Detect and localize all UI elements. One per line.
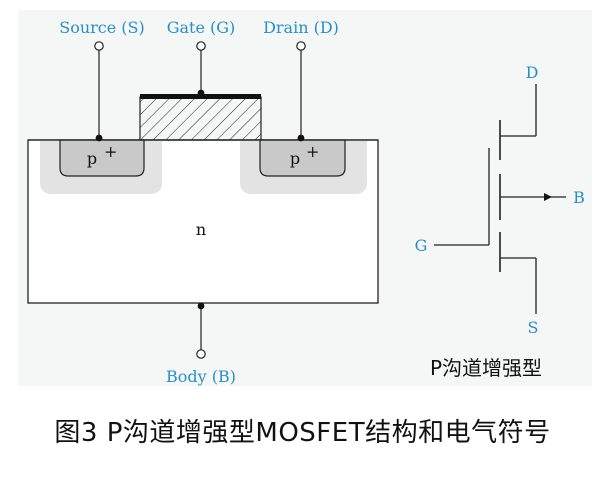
pmos-symbol <box>434 84 566 314</box>
gate-electrode <box>139 96 262 141</box>
drain-label: Drain (D) <box>263 18 339 37</box>
symbol-b-label: B <box>573 188 585 207</box>
symbol-s-label: S <box>528 318 539 337</box>
figure-caption: 图3 P沟道增强型MOSFET结构和电气符号 <box>54 418 551 448</box>
source-label: Source (S) <box>59 18 145 37</box>
p-plus-label-left: p <box>87 149 97 168</box>
symbol-type-label: P沟道增强型 <box>430 356 543 380</box>
source-contact-dot <box>95 134 103 142</box>
p-plus-sup-left: + <box>104 142 117 161</box>
body-label: Body (B) <box>166 367 236 386</box>
gate-terminal <box>196 41 206 51</box>
body-terminal <box>196 349 206 359</box>
body-contact-dot <box>197 302 205 310</box>
symbol-g-label: G <box>415 236 428 255</box>
p-plus-well-left <box>59 139 145 177</box>
p-plus-label-right: p <box>290 149 300 168</box>
gate-metal <box>140 94 261 99</box>
p-plus-sup-right: + <box>306 142 319 161</box>
source-terminal <box>94 41 104 51</box>
p-plus-well-right <box>259 139 346 177</box>
drain-terminal <box>296 41 306 51</box>
gate-label: Gate (G) <box>167 18 236 37</box>
gate-contact-dot <box>197 89 205 97</box>
n-substrate-label: n <box>196 220 206 239</box>
symbol-d-label: D <box>526 63 539 82</box>
drain-contact-dot <box>297 134 305 142</box>
symbol-body-arrow-icon <box>544 193 552 201</box>
